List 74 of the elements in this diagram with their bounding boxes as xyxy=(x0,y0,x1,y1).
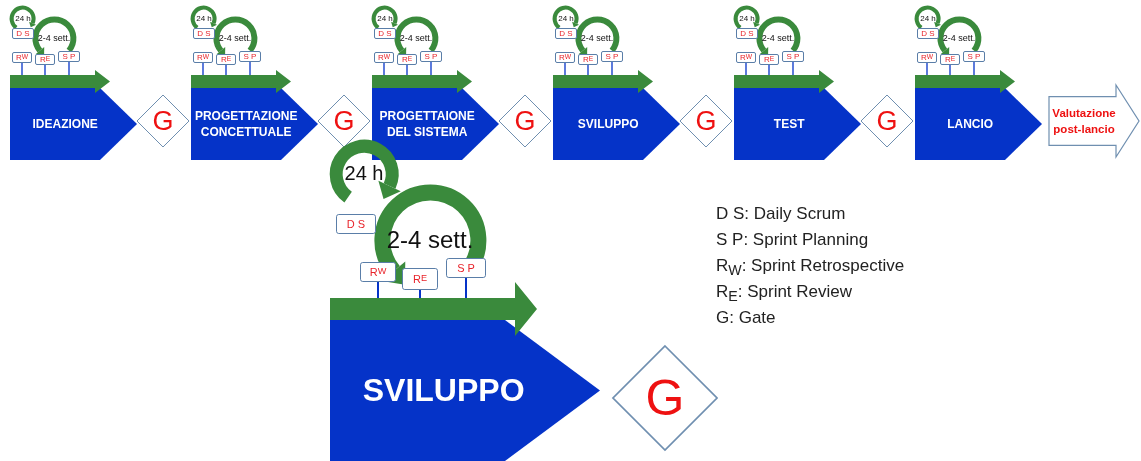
cycle-duration: 24 h xyxy=(196,14,212,24)
connector-line xyxy=(68,61,70,76)
connector-line xyxy=(202,62,204,76)
cycle-duration: 2-4 sett. xyxy=(761,33,795,43)
ceremony-tag: S P xyxy=(58,51,80,62)
cycle-duration: 2-4 sett. xyxy=(218,33,252,43)
connector-line xyxy=(792,61,794,76)
sprint-band xyxy=(372,70,472,93)
connector-line xyxy=(564,62,566,76)
ceremony-tag: D S xyxy=(193,28,215,39)
connector-line xyxy=(377,281,379,299)
cycle-duration: 24 h xyxy=(344,162,384,186)
gate-letter: G xyxy=(645,369,685,427)
ceremony-tag: S P xyxy=(601,51,623,62)
ceremony-tag: D S xyxy=(555,28,577,39)
sprint-band xyxy=(915,70,1015,93)
cycle-duration: 2-4 sett. xyxy=(399,33,433,43)
connector-line xyxy=(21,62,23,76)
gate-letter: G xyxy=(333,105,355,137)
phase-label: SVILUPPO xyxy=(362,370,525,410)
cycle-duration: 24 h xyxy=(558,14,574,24)
phase-label: SVILUPPO xyxy=(577,115,639,133)
phase-label: PROGETTAIONE DEL SISTEMA xyxy=(378,107,476,141)
connector-line xyxy=(406,64,408,76)
cycle-duration: 24 h xyxy=(377,14,393,24)
sprint-band xyxy=(191,70,291,93)
ceremony-tag: S P xyxy=(239,51,261,62)
connector-line xyxy=(587,64,589,76)
sprint-band xyxy=(10,70,110,93)
ceremony-tag: S P xyxy=(420,51,442,62)
phase-label: IDEAZIONE xyxy=(32,115,98,133)
phase-label: Valutazione post-lancio xyxy=(1051,105,1117,137)
gate-letter: G xyxy=(514,105,536,137)
connector-line xyxy=(465,277,467,299)
connector-line xyxy=(430,61,432,76)
ceremony-tag: D S xyxy=(336,214,376,234)
connector-line xyxy=(249,61,251,76)
ceremony-tag: D S xyxy=(736,28,758,39)
cycle-duration: 2-4 sett. xyxy=(37,33,71,43)
phase-label: TEST xyxy=(773,115,805,133)
connector-line xyxy=(611,61,613,76)
ceremony-tag: D S xyxy=(917,28,939,39)
connector-line xyxy=(225,64,227,76)
ceremony-tag: S P xyxy=(446,258,486,278)
legend-entry: R$_{W}$: Sprint Retrospective xyxy=(716,256,905,279)
legend-entry: S P: Sprint Planning xyxy=(716,230,869,250)
legend-entry: G: Gate xyxy=(716,308,776,328)
ceremony-tag: S P xyxy=(963,51,985,62)
connector-line xyxy=(745,62,747,76)
connector-line xyxy=(949,64,951,76)
sprint-band xyxy=(734,70,834,93)
gate-letter: G xyxy=(876,105,898,137)
cycle-duration: 24 h xyxy=(920,14,936,24)
legend-entry: D S: Daily Scrum xyxy=(716,204,846,224)
gate-letter: G xyxy=(152,105,174,137)
phase-label: LANCIO xyxy=(947,115,994,133)
cycle-duration: 24 h xyxy=(739,14,755,24)
connector-line xyxy=(419,289,421,299)
cycle-duration: 2-4 sett. xyxy=(580,33,614,43)
sprint-band xyxy=(330,282,537,336)
ceremony-tag: D S xyxy=(374,28,396,39)
connector-line xyxy=(44,64,46,76)
connector-line xyxy=(973,61,975,76)
cycle-duration: 24 h xyxy=(15,14,31,24)
phase-label: PROGETTAZIONE CONCETTUALE xyxy=(193,107,299,141)
ceremony-tag: S P xyxy=(782,51,804,62)
connector-line xyxy=(383,62,385,76)
sprint-band xyxy=(553,70,653,93)
cycle-duration: 2-4 sett. xyxy=(942,33,976,43)
connector-line xyxy=(926,62,928,76)
connector-line xyxy=(768,64,770,76)
ceremony-tag: D S xyxy=(12,28,34,39)
gate-letter: G xyxy=(695,105,717,137)
legend-entry: R$_{E}$: Sprint Review xyxy=(716,282,853,305)
